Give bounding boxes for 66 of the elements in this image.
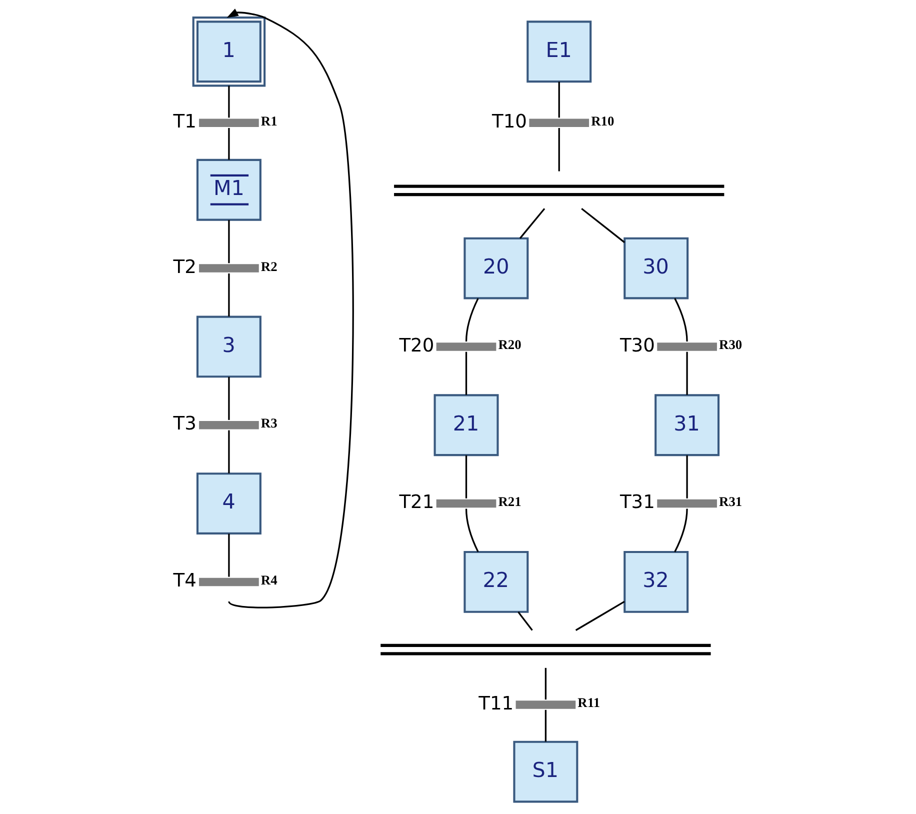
node-label: R31 [719, 494, 742, 510]
connector [465, 298, 479, 342]
connector [228, 128, 230, 160]
node-box: 1 [192, 16, 266, 87]
connector [674, 298, 688, 342]
node-box: 31 [654, 394, 720, 456]
node-bar [199, 578, 259, 586]
node-bar [657, 342, 717, 351]
connector [674, 508, 688, 552]
connector [686, 352, 688, 395]
node-box: 30 [624, 237, 689, 300]
connector [558, 82, 560, 118]
connector [581, 208, 626, 244]
node-box: 21 [434, 394, 499, 456]
connector [544, 668, 547, 700]
node-box: M1 [196, 158, 262, 221]
node-label: T21 [399, 492, 434, 514]
node-label: R20 [498, 337, 522, 352]
node-box: 22 [464, 550, 529, 613]
node-label: R21 [498, 494, 522, 510]
node-label: R1 [260, 113, 278, 128]
arrow [226, 8, 354, 608]
node-bar [436, 499, 496, 508]
node-bar [529, 118, 590, 127]
node-bar [199, 264, 259, 272]
connector [465, 508, 479, 552]
node-label: T10 [492, 111, 528, 132]
connector [228, 220, 230, 264]
node-box: 32 [624, 550, 689, 613]
node-label: T30 [620, 335, 655, 356]
connector [686, 455, 688, 498]
node-label: T31 [620, 492, 655, 514]
node-label: R11 [578, 695, 600, 710]
node-label: R3 [260, 416, 278, 431]
connector [544, 710, 547, 742]
node-label: T1 [173, 111, 196, 132]
node-box: S1 [513, 740, 578, 803]
node-bar [199, 421, 259, 430]
connector [519, 208, 546, 239]
node-box: E1 [526, 20, 592, 83]
node-box: 4 [196, 472, 262, 534]
node-label: R30 [719, 337, 742, 352]
connector [465, 455, 468, 498]
connector [228, 534, 230, 577]
connector [228, 376, 230, 420]
connector [228, 273, 230, 316]
connector [518, 612, 533, 631]
connector [465, 352, 468, 395]
node-bar [199, 118, 259, 127]
node-box: 20 [464, 237, 529, 300]
node-label: T3 [173, 414, 196, 435]
connector [558, 128, 560, 172]
node-bar [436, 342, 496, 351]
node-label: T11 [478, 693, 514, 714]
connector [575, 600, 625, 631]
node-bar [516, 700, 576, 709]
node-label: R10 [591, 113, 614, 128]
node-bar [657, 499, 717, 508]
node-label: T2 [173, 256, 196, 278]
node-label: T4 [173, 570, 196, 592]
node-label: T20 [399, 335, 434, 356]
connector [228, 430, 230, 474]
node-label: R2 [260, 258, 278, 274]
connector [228, 86, 230, 118]
node-label: R4 [260, 572, 278, 588]
node-box: 3 [196, 316, 262, 378]
